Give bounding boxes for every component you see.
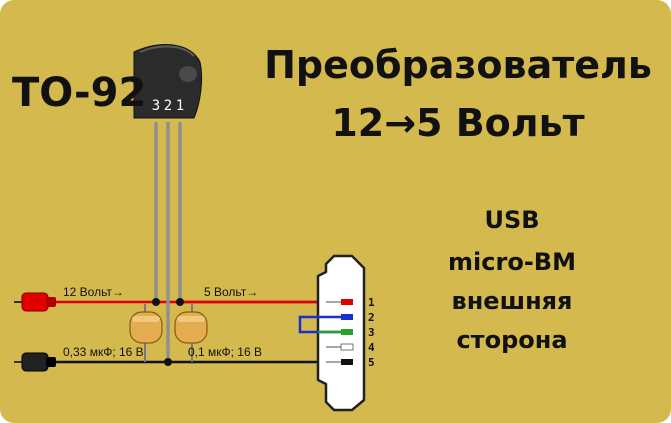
usb-pin-1: 1 [368,296,375,309]
ground-connector [14,352,56,372]
title-line-1: Преобразователь [264,43,652,87]
capacitor-1-label: 0,33 мкФ; 16 В [63,345,144,359]
usb-caption-line-1: USB [484,206,539,234]
capacitor-1 [129,311,163,344]
positive-connector [14,292,56,312]
transistor-pin-2: 2 [164,98,172,114]
capacitor-2 [174,311,208,344]
usb-pin-5: 5 [368,356,375,369]
usb-caption-line-2: micro-BM [448,248,576,276]
capacitor-2-label: 0,1 мкФ; 16 В [188,345,262,359]
usb-caption-line-4: сторона [456,326,567,354]
usb-caption-line-3: внешняя [452,287,573,315]
usb-pin-3: 3 [368,326,375,339]
usb-pin-2: 2 [368,311,375,324]
junction-dot [176,298,184,306]
usb-pin-4: 4 [368,341,375,354]
title-line-2: 12→5 Вольт [331,101,584,145]
output-voltage-label: 5 Вольт→ [204,285,258,299]
input-voltage-label: 12 Вольт→ [63,285,124,299]
transistor-pin-3: 3 [152,98,160,114]
to92-transistor [133,44,203,119]
junction-dot [164,358,172,366]
transistor-pin-1: 1 [176,98,184,114]
package-label: TO-92 [12,70,146,116]
junction-dot [152,298,160,306]
